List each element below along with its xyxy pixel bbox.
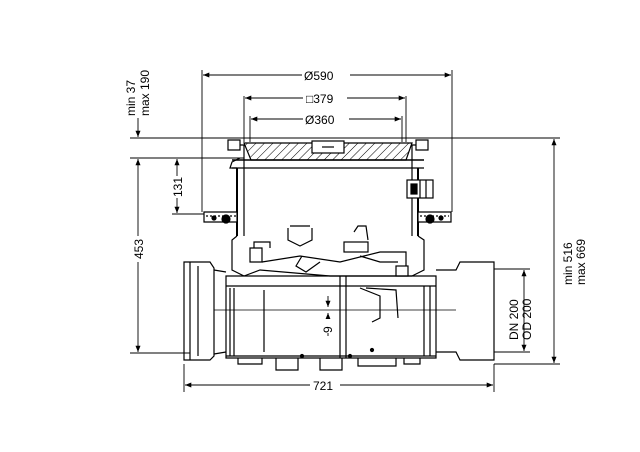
grating-cover xyxy=(243,140,413,161)
dim-label-depth-max: max 669 xyxy=(574,239,588,285)
dim-label-pipe-dn: DN 200 xyxy=(507,299,521,340)
upper-frame xyxy=(203,139,452,277)
diameter-symbol: Ø xyxy=(304,69,313,83)
gully-body xyxy=(183,139,495,371)
dim-label-9: 9 xyxy=(321,326,335,333)
svg-text:Ø360: Ø360 xyxy=(305,113,335,127)
dim-label-dia-360: 360 xyxy=(314,113,334,127)
dim-label-dia-590: 590 xyxy=(313,69,333,83)
lower-body xyxy=(183,261,495,371)
dim-label-pipe-od: OD 200 xyxy=(520,298,534,340)
dim-label-453: 453 xyxy=(132,239,146,259)
dim-label-depth-min: min 516 xyxy=(561,242,575,285)
dim-label-721: 721 xyxy=(313,379,333,393)
dim-label-adjust-min: min 37 xyxy=(124,80,138,116)
dimension-labels: Ø590 □379 Ø360 min 37 max 190 131 453 9 … xyxy=(124,69,588,393)
square-symbol: □ xyxy=(306,92,313,106)
svg-text:Ø590: Ø590 xyxy=(304,69,334,83)
dim-label-adjust-max: max 190 xyxy=(138,70,152,116)
internal-insert xyxy=(243,225,412,277)
dim-label-131: 131 xyxy=(171,177,185,197)
svg-text:□379: □379 xyxy=(306,92,334,106)
diameter-symbol: Ø xyxy=(305,113,314,127)
dim-label-square-379: 379 xyxy=(313,92,333,106)
